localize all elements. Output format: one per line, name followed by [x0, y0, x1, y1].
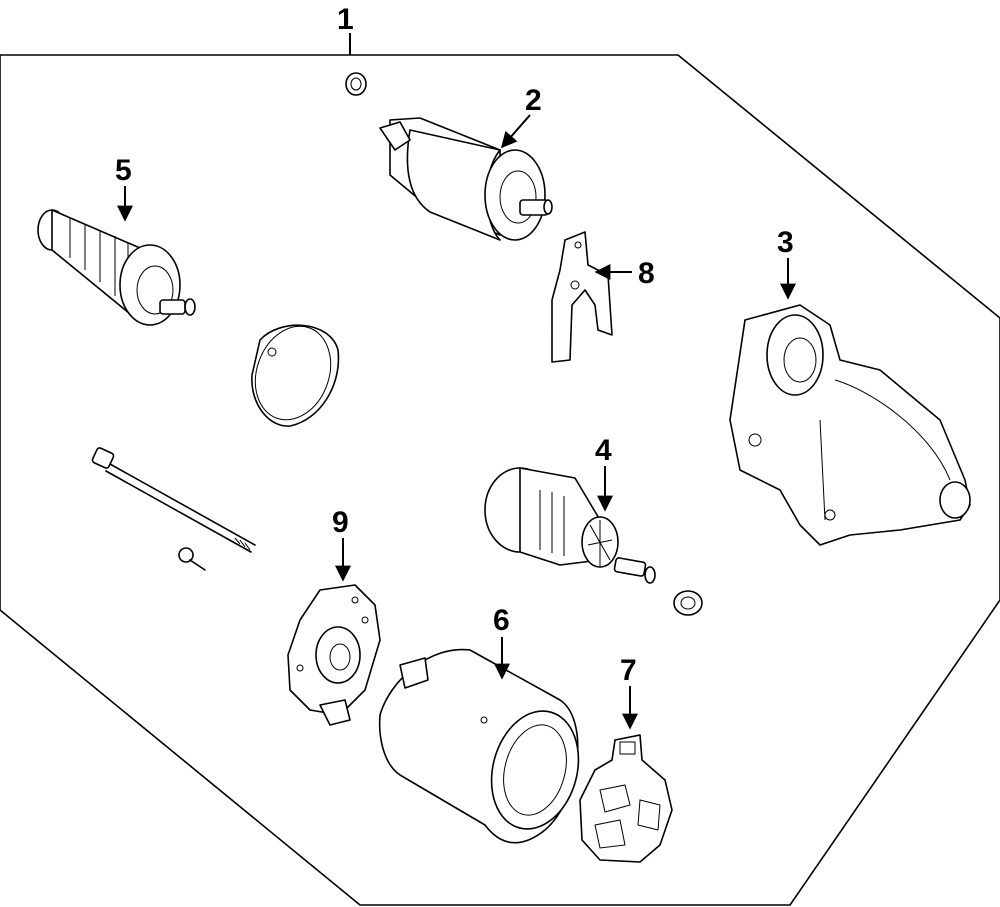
end-cover-part [251, 324, 340, 427]
callout-3[interactable]: 3 [777, 226, 796, 300]
callout-7[interactable]: 7 [620, 654, 638, 730]
callout-8[interactable]: 8 [594, 257, 655, 290]
callout-1[interactable]: 1 [337, 3, 354, 55]
nut-top [345, 72, 367, 96]
through-bolt-part [91, 447, 256, 553]
callout-1-label: 1 [337, 3, 354, 36]
callout-2-label: 2 [525, 84, 542, 117]
callout-8-label: 8 [638, 257, 655, 290]
callout-6-label: 6 [493, 604, 510, 637]
drive-clutch-part [484, 467, 656, 584]
brush-plate-part [579, 734, 673, 863]
shift-lever-part [551, 231, 613, 363]
callout-2-leader [500, 114, 531, 149]
callout-2[interactable]: 2 [500, 84, 542, 149]
screw-part [178, 547, 206, 571]
brush-holder-part [287, 584, 381, 726]
solenoid-part [379, 117, 553, 241]
assembly-boundary [0, 54, 1000, 906]
callout-3-label: 3 [777, 226, 794, 259]
callout-4-label: 4 [595, 434, 612, 467]
washer-part [673, 590, 703, 616]
callout-9-label: 9 [332, 506, 349, 539]
starter-assembly-part [729, 304, 971, 546]
armature-part [37, 209, 196, 326]
callout-9[interactable]: 9 [332, 506, 351, 582]
callout-7-label: 7 [620, 654, 637, 687]
callout-5-label: 5 [115, 154, 132, 187]
callout-5[interactable]: 5 [115, 154, 133, 222]
callout-4[interactable]: 4 [595, 434, 613, 512]
callout-6[interactable]: 6 [493, 604, 510, 680]
yoke-part [378, 648, 580, 844]
